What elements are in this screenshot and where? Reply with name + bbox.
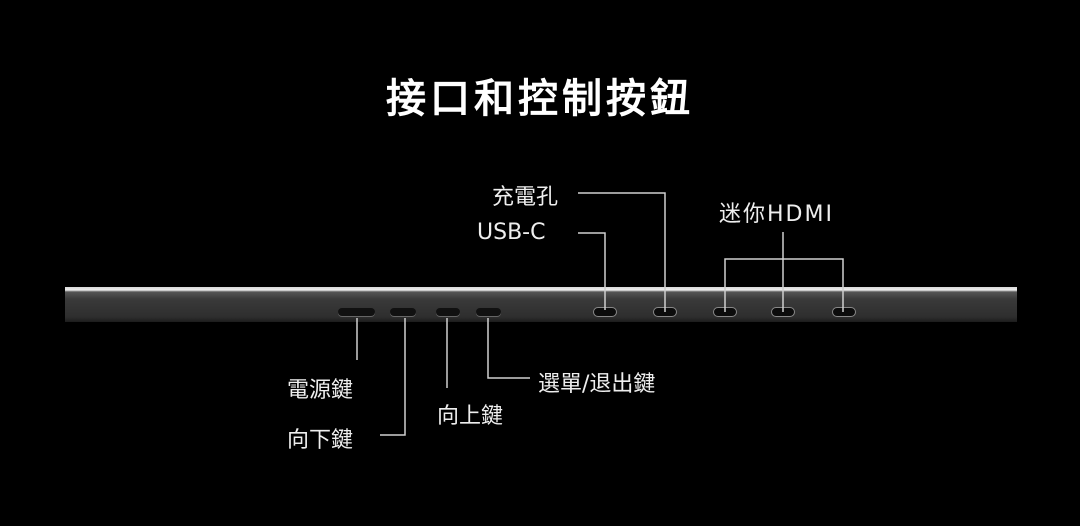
menu-key-leader — [487, 318, 530, 379]
monitor-side-edge — [65, 287, 1017, 322]
mini-hdmi-label: 迷你HDMI — [719, 202, 834, 227]
menu-exit-key-label: 選單/退出鍵 — [538, 372, 656, 397]
down-key-label: 向下鍵 — [287, 428, 354, 453]
usb-c-leader — [578, 232, 606, 310]
down-key-leader — [380, 318, 406, 436]
power-key-label: 電源鍵 — [287, 378, 354, 403]
charging-port-label: 充電孔 — [492, 185, 559, 210]
hdmi-bracket — [724, 258, 844, 312]
power-button — [338, 308, 375, 316]
usb-c-label: USB-C — [477, 220, 546, 245]
mini-hdmi-port — [832, 307, 856, 317]
menu-exit-button — [476, 308, 501, 316]
charging-port-leader — [578, 192, 666, 312]
diagram-title: 接口和控制按鈕 — [386, 76, 694, 122]
down-button — [390, 308, 416, 316]
up-button — [436, 308, 460, 316]
up-key-label: 向上鍵 — [437, 404, 504, 429]
